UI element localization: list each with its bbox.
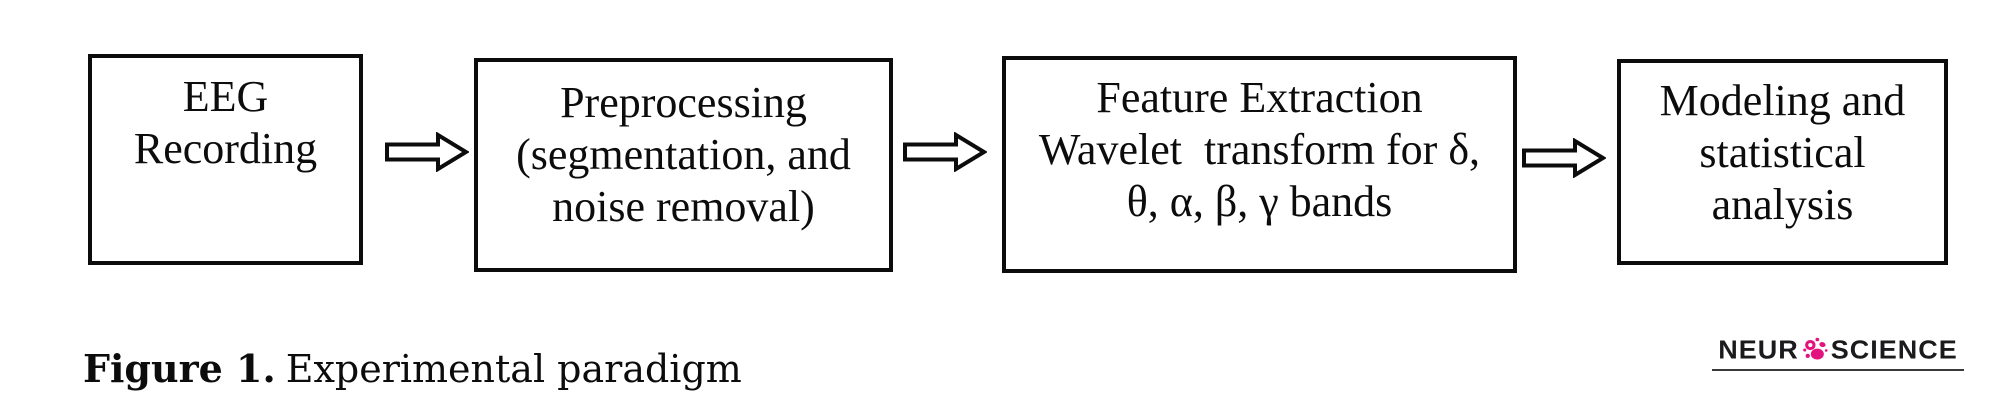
box-text-line: Modeling and: [1659, 76, 1906, 125]
neuroscience-logo-row: NEUR SCIENCE: [1712, 334, 1964, 365]
box-text-line: Recording: [133, 124, 318, 173]
right-block-arrow-icon: [903, 132, 987, 172]
box-text-line: θ, α, β, γ bands: [1126, 177, 1393, 226]
figure-caption-text: Experimental paradigm: [285, 347, 742, 391]
brain-dots-icon: [1802, 337, 1828, 360]
box-text-line: Feature Extraction: [1096, 73, 1423, 122]
box-text-line: EEG: [182, 72, 269, 121]
flow-box-modeling-statistical-analysis: Modeling and statistical analysis: [1617, 59, 1948, 265]
right-block-arrow-icon: [1522, 138, 1606, 178]
figure-caption-label: Figure 1.: [83, 346, 276, 391]
flow-box-eeg-recording: EEG Recording: [88, 54, 363, 265]
logo-underline: [1712, 369, 1964, 371]
box-text-line: Preprocessing: [560, 78, 807, 127]
neuroscience-logo: NEUR SCIENCE: [1712, 334, 1964, 371]
figure-caption: Figure 1.Experimental paradigm: [83, 346, 742, 392]
box-text-line: statistical: [1699, 128, 1866, 177]
box-text-line: noise removal): [552, 182, 815, 231]
box-text-line: (segmentation, and: [516, 130, 851, 179]
flow-box-feature-extraction: Feature Extraction Wavelet transform for…: [1002, 56, 1517, 273]
logo-text-neur: NEUR: [1718, 334, 1799, 365]
flow-box-preprocessing: Preprocessing (segmentation, and noise r…: [474, 58, 893, 272]
logo-text-science: SCIENCE: [1830, 334, 1958, 365]
right-block-arrow-icon: [385, 132, 469, 172]
box-text-line: Wavelet transform for δ,: [1038, 125, 1481, 174]
box-text-line: analysis: [1711, 180, 1854, 229]
